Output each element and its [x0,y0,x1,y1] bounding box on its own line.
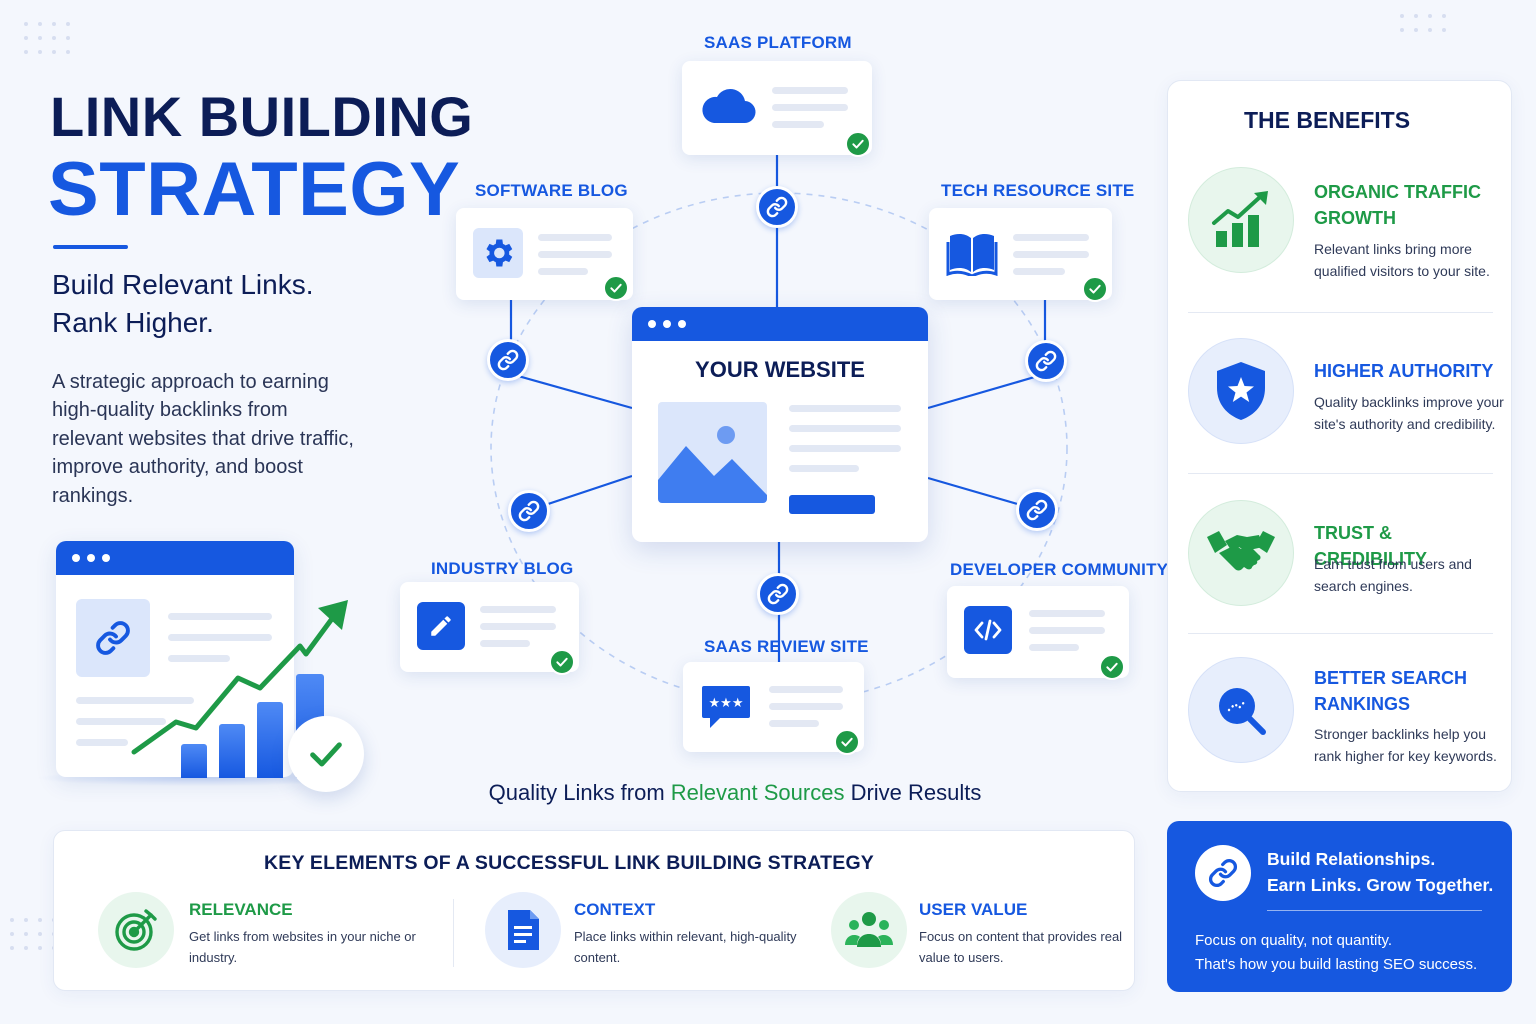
key-element-title: CONTEXT [574,900,656,919]
your-website-browser: YOUR WEBSITE [632,307,928,542]
key-elements-title: KEY ELEMENTS OF A SUCCESSFUL LINK BUILDI… [263,852,875,874]
node-label-tech-resource-site: TECH RESOURCE SITE [941,181,1135,200]
review-stars-icon: ★★★ [702,686,750,728]
benefit-desc: Earn trust from users and search engines… [1314,556,1472,594]
callout-title-line-1: Build Relationships. [1267,849,1436,869]
success-check-icon [288,716,364,792]
dot-grid-decoration [24,22,70,54]
document-icon [485,892,561,968]
node-label-saas-platform: SAAS PLATFORM [704,33,852,52]
link-connector-icon [508,490,550,532]
node-card-tech-resource-site [929,208,1112,302]
benefit-desc: Stronger backlinks help you rank higher … [1314,726,1497,764]
benefit-title: TRUST & CREDIBILITY [1314,523,1428,569]
divider [1188,473,1493,474]
key-element-title: USER VALUE [919,900,1028,919]
search-icon [1188,657,1294,763]
link-icon [1195,845,1251,901]
callout-title-line-2: Earn Links. Grow Together. [1267,875,1494,895]
divider [1188,312,1493,313]
shield-star-icon [1188,338,1294,444]
key-element-desc: Focus on content that provides real valu… [919,929,1123,965]
key-element-title: RELEVANCE [189,900,293,919]
node-label-software-blog: SOFTWARE BLOG [475,181,628,200]
page-title-line-2: STRATEGY [48,147,461,232]
node-label-industry-blog: INDUSTRY BLOG [431,559,574,578]
tagline-line-2: Rank Higher. [52,307,214,338]
hero-browser-illustration [56,541,294,777]
verified-check-icon [1082,276,1108,302]
benefits-panel: THE BENEFITS ORGANIC TRAFFIC GROWTH Rele… [1167,80,1512,792]
callout-banner: Build Relationships. Earn Links. Grow To… [1167,821,1512,992]
caption-highlight: Relevant Sources [670,780,845,805]
node-label-saas-review-site: SAAS REVIEW SITE [704,637,869,656]
caption-text-end: Drive Results [844,780,982,805]
key-element-desc: Place links within relevant, high-qualit… [574,929,797,965]
divider [453,899,454,967]
intro-paragraph: A strategic approach to earning high-qua… [52,371,354,507]
callout-desc-line-1: Focus on quality, not quantity. [1195,932,1393,949]
node-card-developer-community [947,586,1129,680]
benefit-desc: Relevant links bring more qualified visi… [1314,241,1490,279]
growth-arrow-icon [131,600,348,755]
book-icon [946,233,998,276]
link-icon [76,599,150,677]
link-connector-icon [1016,489,1058,531]
growth-bar [181,744,207,778]
image-placeholder-icon [658,402,767,503]
button-placeholder [789,495,875,514]
node-card-saas-platform [682,61,872,157]
link-connector-icon [756,186,798,228]
node-label-developer-community: DEVELOPER COMMUNITY [950,560,1169,579]
page-title-line-1: LINK BUILDING [50,85,474,148]
verified-check-icon [834,729,860,755]
verified-check-icon [549,649,575,675]
callout-description: Focus on quality, not quantity. That's h… [1195,929,1477,977]
svg-text:★★★: ★★★ [709,696,744,711]
tagline: Build Relevant Links. Rank Higher. [52,266,382,342]
target-icon [98,892,174,968]
code-icon [964,606,1012,654]
key-elements-panel: KEY ELEMENTS OF A SUCCESSFUL LINK BUILDI… [53,830,1135,991]
verified-check-icon [603,275,629,301]
caption-text: Quality Links from [488,780,671,805]
browser-title-bar [632,307,928,341]
callout-desc-line-2: That's how you build lasting SEO success… [1195,956,1478,973]
node-card-saas-review-site: ★★★ [683,662,864,755]
link-connector-icon [487,339,529,381]
handshake-icon [1188,500,1294,606]
benefit-title: HIGHER AUTHORITY [1314,361,1494,381]
pencil-icon [417,602,465,650]
benefits-title: THE BENEFITS [1243,107,1411,133]
growth-chart-icon [1188,167,1294,273]
callout-title: Build Relationships. Earn Links. Grow To… [1267,846,1493,898]
gear-icon [473,228,523,278]
link-connector-icon [1025,340,1067,382]
cloud-icon [702,88,756,124]
verified-check-icon [1099,654,1125,680]
dot-grid-decoration [1400,14,1446,32]
link-connector-icon [757,573,799,615]
title-accent-rule [53,245,128,249]
diagram-caption: Quality Links from Relevant Sources Driv… [460,780,1010,806]
verified-check-icon [845,131,871,157]
users-icon [831,892,907,968]
growth-bar [219,724,245,778]
growth-bar [257,702,283,778]
node-card-software-blog [456,208,633,301]
key-element-desc: Get links from websites in your niche or… [189,929,416,965]
divider [1267,910,1482,911]
benefit-title: ORGANIC TRAFFIC GROWTH [1314,182,1481,228]
browser-title-bar [56,541,294,575]
tagline-line-1: Build Relevant Links. [52,269,314,300]
divider [1188,633,1493,634]
center-node-title: YOUR WEBSITE [695,357,865,382]
node-card-industry-blog [400,582,579,675]
benefit-desc: Quality backlinks improve your site's au… [1314,394,1504,432]
benefit-title: BETTER SEARCH RANKINGS [1314,668,1468,714]
